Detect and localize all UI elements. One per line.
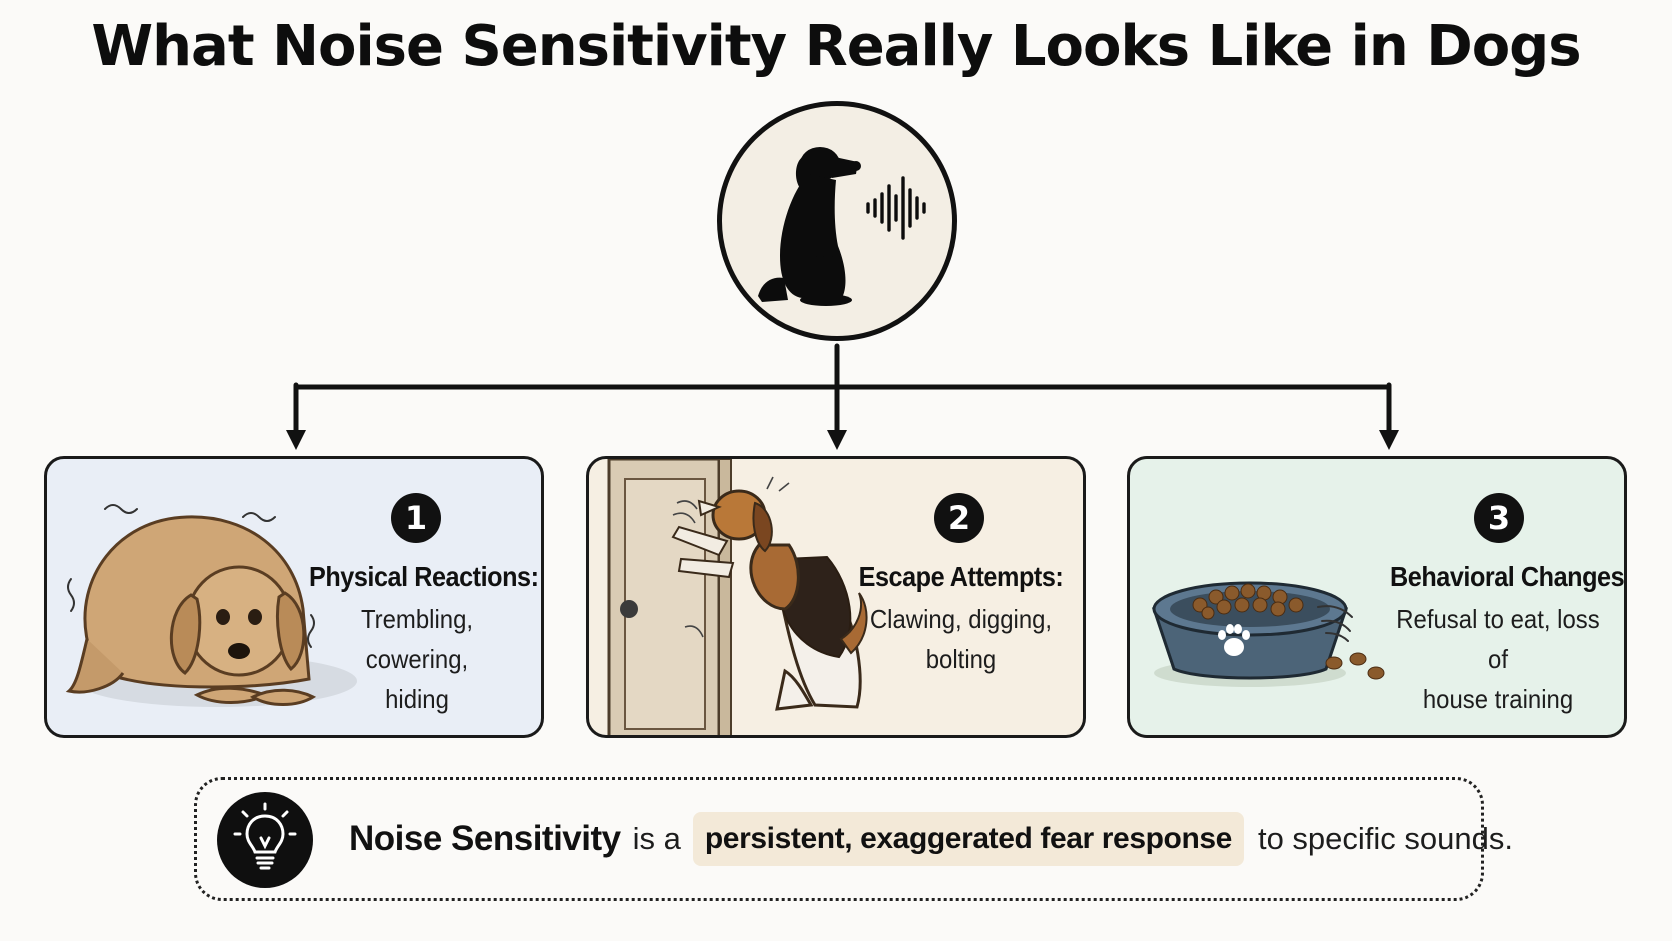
card-description-line: Refusal to eat, loss of	[1396, 604, 1600, 674]
step-badge: 3	[1474, 493, 1524, 543]
card-description-line: bolting	[925, 644, 997, 674]
card-description: Trembling, cowering, hiding	[307, 599, 528, 719]
callout-highlight: persistent, exaggerated fear response	[692, 812, 1244, 866]
card-description: Refusal to eat, loss of house training	[1388, 599, 1609, 719]
food-bowl-illustration	[1151, 581, 1385, 687]
card-title: Physical Reactions:	[309, 561, 539, 592]
card-description-line: Trembling, cowering,	[360, 604, 474, 674]
card-text: Escape Attempts: Clawing, digging, bolti…	[841, 561, 1081, 679]
dog-scratching-door-illustration	[607, 459, 868, 735]
card-description-line: Clawing, digging,	[869, 604, 1053, 634]
trembling-dog-illustration	[65, 504, 357, 707]
lightbulb-icon-circle	[217, 792, 313, 888]
dog-sound-wave-icon	[758, 147, 926, 306]
card-title: Behavioral Changes:	[1390, 561, 1627, 592]
step-badge: 2	[934, 493, 984, 543]
arrow-head-center	[827, 430, 847, 450]
lightbulb-icon	[233, 802, 297, 870]
page-title: What Noise Sensitivity Really Looks Like…	[91, 14, 1581, 79]
arrow-head-left	[286, 430, 306, 450]
card-text: Physical Reactions: Trembling, cowering,…	[297, 561, 539, 719]
definition-callout: Noise Sensitivity is a persistent, exagg…	[194, 777, 1513, 901]
callout-ending: to specific sounds.	[1257, 821, 1513, 856]
card-description-line: hiding	[385, 684, 449, 714]
hub-circle	[717, 101, 957, 341]
callout-term: Noise Sensitivity	[349, 819, 621, 858]
callout-connector: is a	[632, 821, 681, 856]
card-escape-attempts: 2 Escape Attempts: Clawing, digging, bol…	[586, 456, 1086, 738]
card-physical-reactions: 1 Physical Reactions: Trembling, cowerin…	[44, 456, 544, 738]
card-description-line: house training	[1422, 684, 1574, 714]
step-badge: 1	[391, 493, 441, 543]
callout-text: Noise Sensitivity is a persistent, exagg…	[349, 780, 1513, 898]
card-text: Behavioral Changes: Refusal to eat, loss…	[1378, 561, 1627, 719]
arrow-head-right	[1379, 430, 1399, 450]
card-description: Clawing, digging, bolting	[851, 599, 1072, 679]
card-title: Escape Attempts:	[858, 561, 1064, 592]
card-behavioral-changes: 3 Behavioral Changes: Refusal to eat, lo…	[1127, 456, 1627, 738]
